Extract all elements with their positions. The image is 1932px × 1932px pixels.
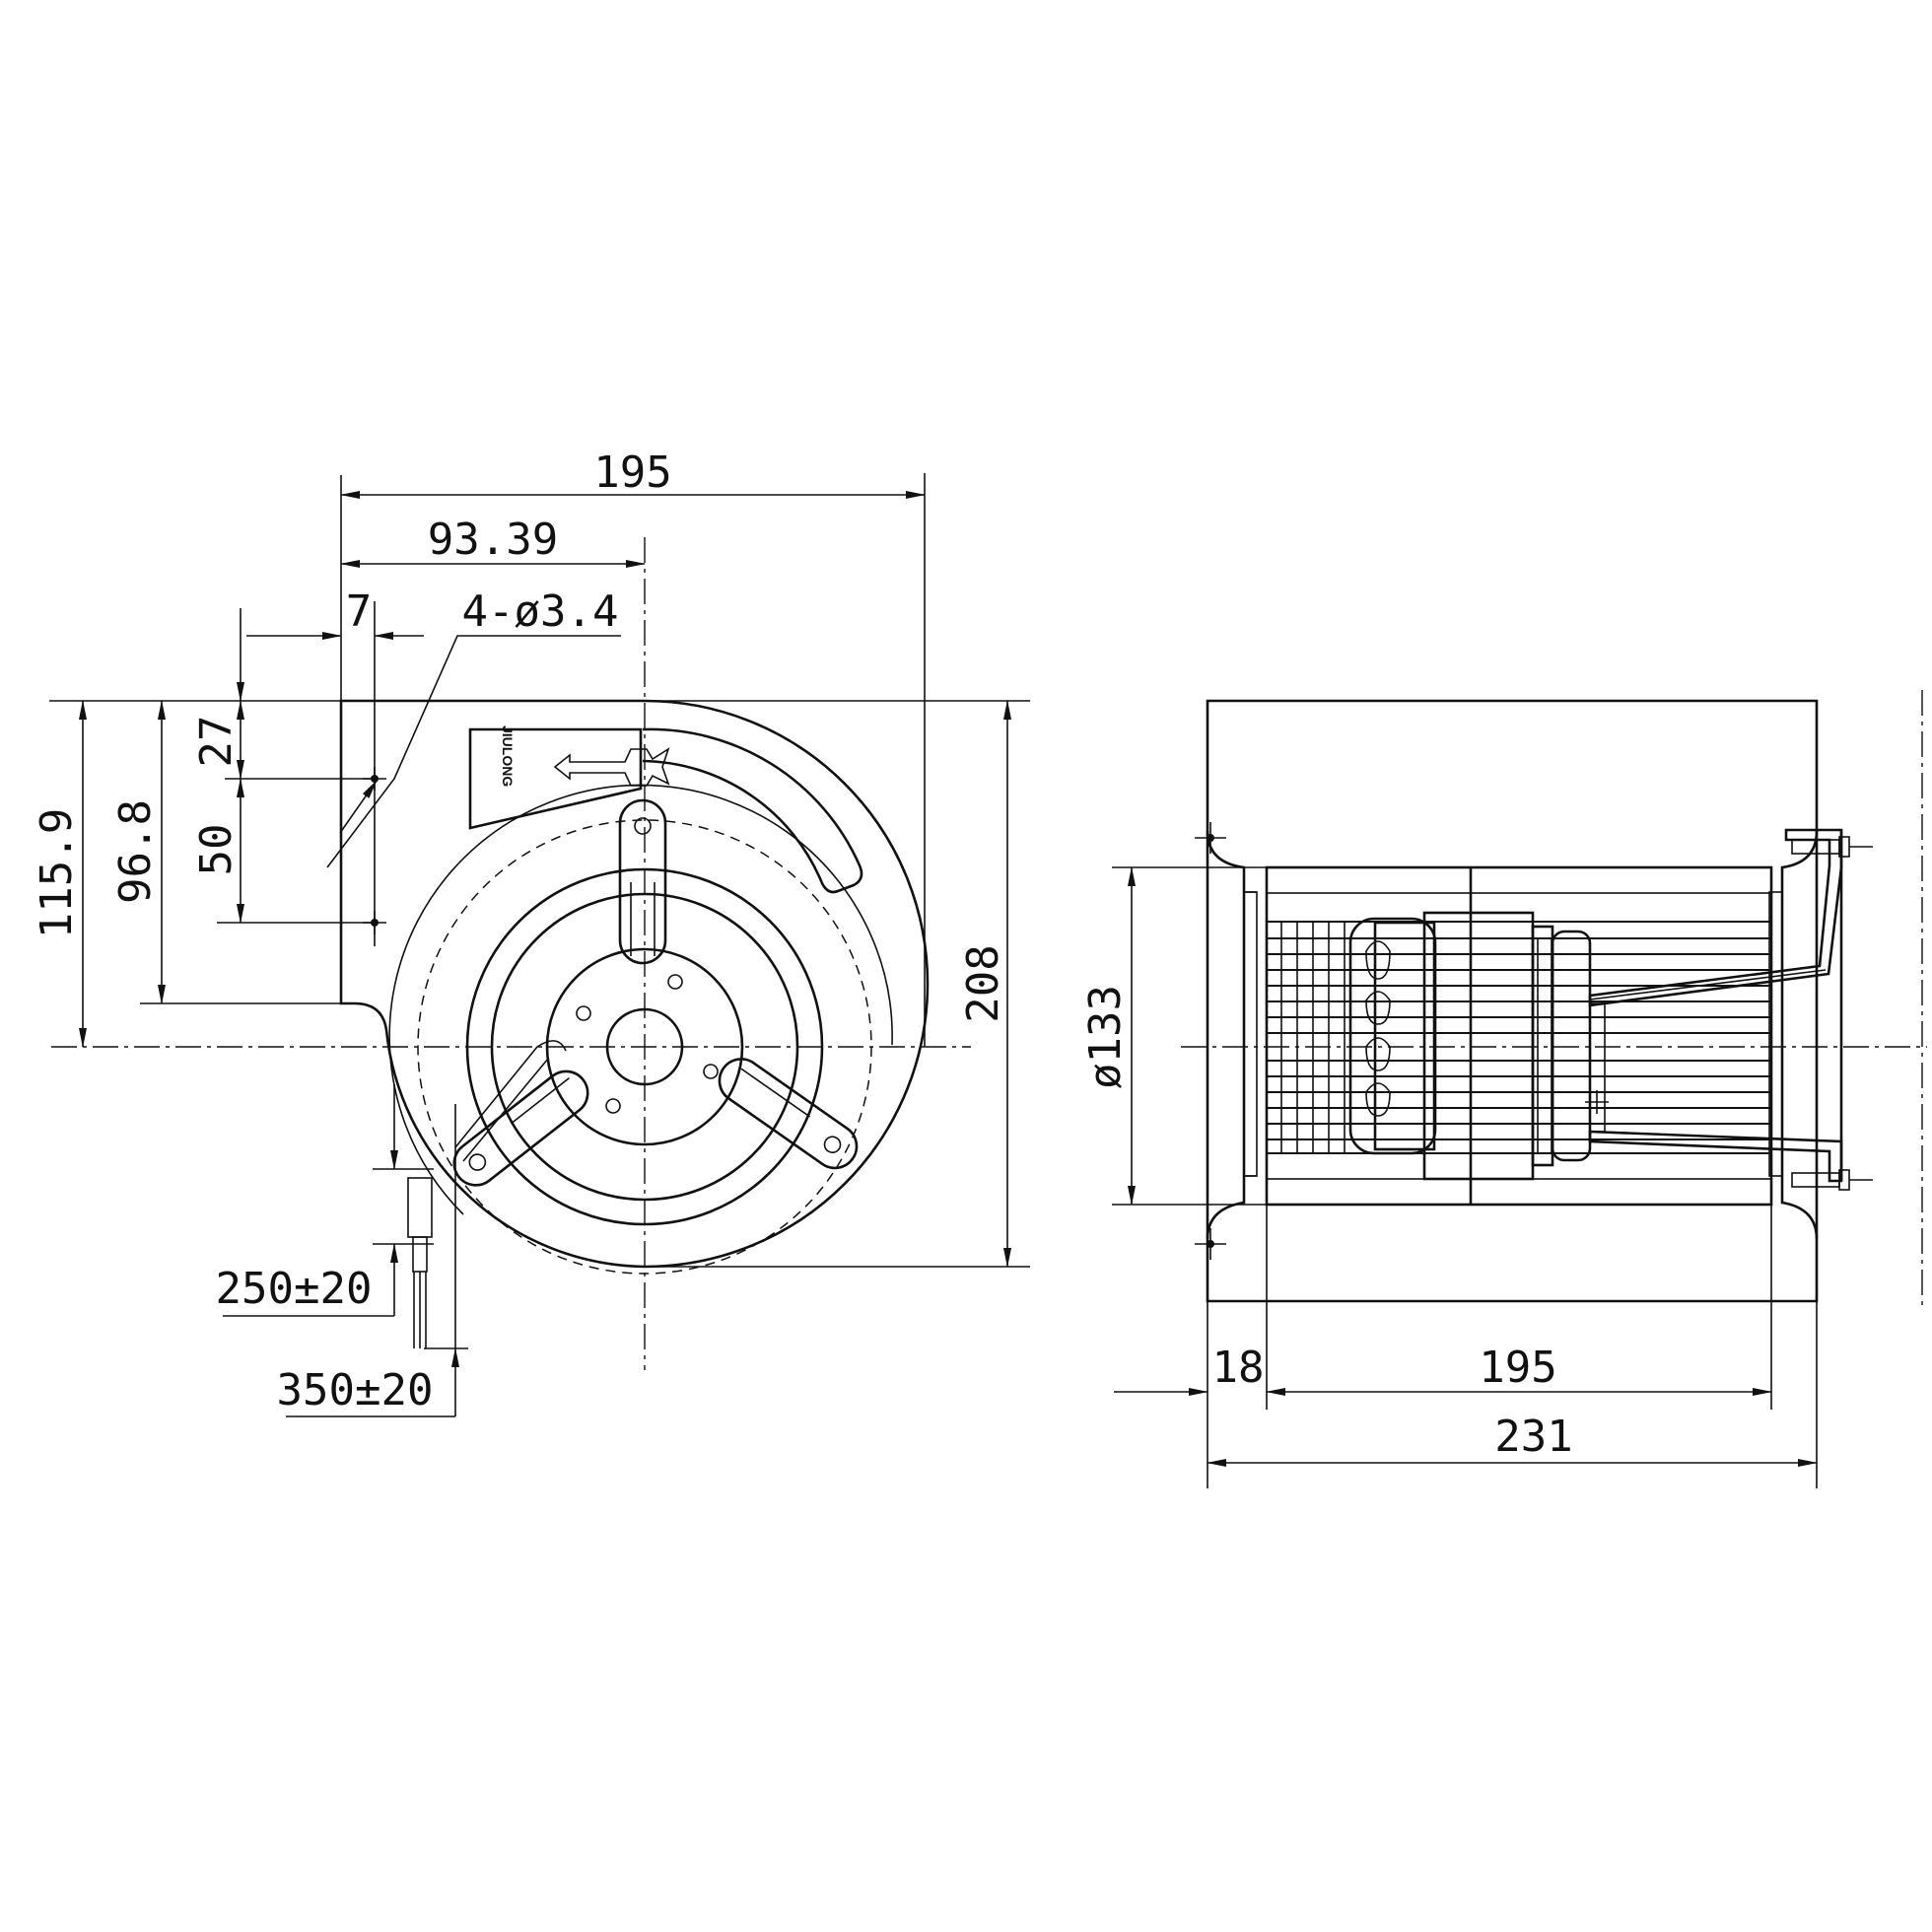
dim-96-8-label: 96.8 — [110, 799, 161, 904]
dim-27-label: 27 — [191, 716, 242, 768]
dim-hole-offset-label: 7 — [346, 586, 373, 637]
motor — [1348, 911, 1592, 1181]
brand-label: JIULONG — [500, 725, 516, 787]
housing-slot — [642, 727, 863, 894]
dim-115-9-label: 115.9 — [32, 808, 82, 938]
support-arm-right — [718, 1058, 859, 1170]
housing-outline — [339, 699, 930, 1269]
lead-wire — [407, 1177, 433, 1348]
motor-bracket — [1585, 828, 1873, 1191]
motor-hub — [545, 947, 744, 1146]
side-mounting-mark — [1195, 822, 1226, 854]
dim-lead-350-label: 350±20 — [277, 1365, 434, 1415]
dim-18-label: 18 — [1212, 1343, 1265, 1393]
support-arm-left — [452, 1070, 589, 1187]
side-mounting-mark — [1195, 1228, 1226, 1260]
dim-231-label: 231 — [1494, 1412, 1572, 1462]
side-view: ø133 18 195 231 — [1080, 690, 1927, 1488]
dim-height-label: 208 — [958, 944, 1008, 1022]
rotation-arrow-icon — [553, 747, 670, 787]
support-arm-top — [618, 798, 667, 965]
dim-195-label: 195 — [1479, 1343, 1556, 1393]
front-view: JIULONG 195 93.39 7 4-ø3.4 — [32, 448, 1030, 1417]
dim-holes-label: 4-ø3.4 — [462, 586, 619, 637]
dim-50-label: 50 — [191, 824, 242, 876]
dim-width-label: 195 — [593, 448, 671, 498]
dim-lead-250-label: 250±20 — [216, 1264, 373, 1314]
dim-center-label: 93.39 — [428, 515, 558, 565]
brand-plate — [468, 727, 643, 830]
impeller-blades — [1267, 921, 1771, 1154]
dim-diameter-label: ø133 — [1080, 985, 1131, 1089]
